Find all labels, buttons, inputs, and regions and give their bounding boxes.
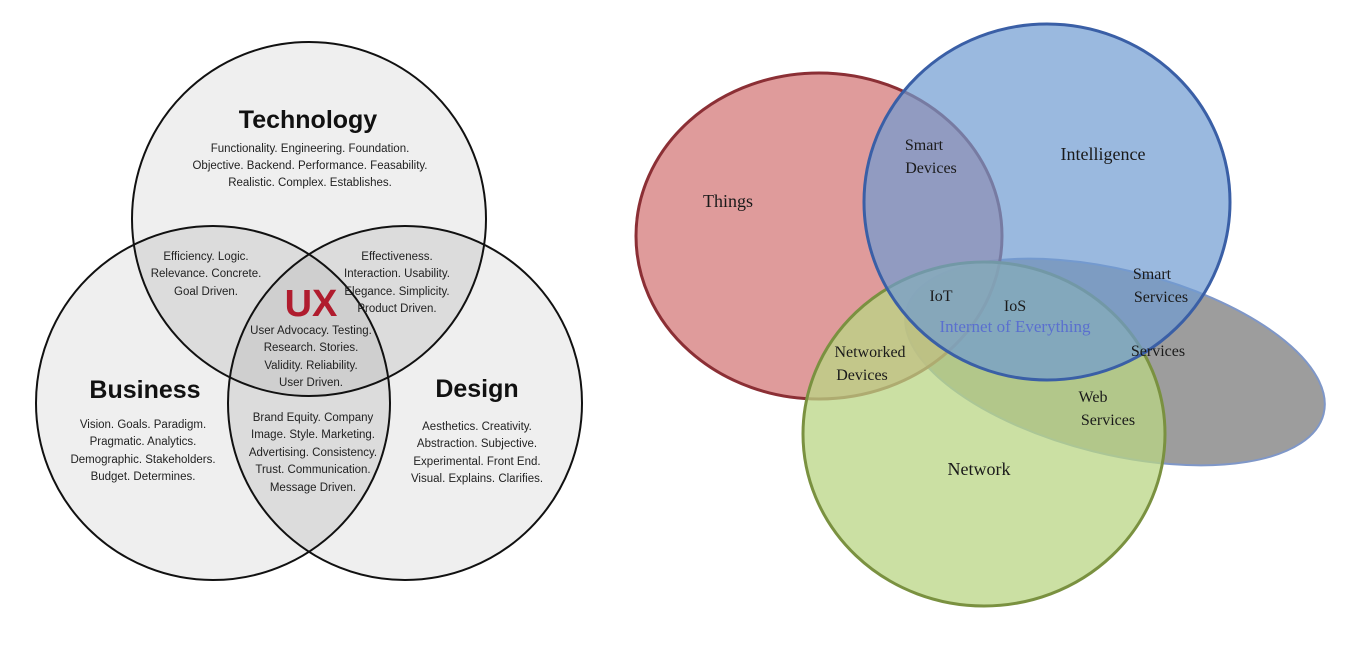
business-design-text: Advertising. Consistency.	[249, 447, 377, 459]
intelligence-ellipse	[862, 22, 1232, 382]
smart-devices-label: Devices	[905, 160, 957, 177]
tech-business-text: Goal Driven.	[174, 286, 238, 298]
business-text: Vision. Goals. Paradigm.	[80, 419, 206, 431]
business-text: Pragmatic. Analytics.	[90, 436, 197, 448]
tech-design-text: Product Driven.	[357, 303, 436, 315]
iot-label: IoT	[929, 288, 952, 305]
ios-label: IoS	[1004, 298, 1026, 315]
network-label: Network	[948, 459, 1011, 479]
networked-devices-label: Networked	[834, 344, 905, 361]
tech-design-text: Effectiveness.	[361, 251, 432, 263]
ux-text: Validity. Reliability.	[264, 360, 357, 372]
networked-devices-label: Devices	[836, 367, 888, 384]
design-text: Aesthetics. Creativity.	[422, 421, 532, 433]
web-services-label: Web	[1079, 389, 1108, 406]
design-text: Visual. Explains. Clarifies.	[411, 473, 543, 485]
business-design-text: Image. Style. Marketing.	[251, 429, 375, 441]
smart-services-label: Smart	[1133, 266, 1172, 283]
ux-text: User Advocacy. Testing.	[250, 325, 372, 337]
technology-text: Realistic. Complex. Establishes.	[228, 177, 392, 189]
business-text: Demographic. Stakeholders.	[70, 454, 215, 466]
technology-text: Functionality. Engineering. Foundation.	[211, 143, 410, 155]
design-title: Design	[435, 375, 518, 403]
tech-design-text: Interaction. Usability.	[344, 268, 450, 280]
business-design-text: Brand Equity. Company	[253, 412, 374, 424]
ioe-venn: Things Intelligence Network Services Sma…	[634, 22, 1326, 608]
ux-text: Research. Stories.	[264, 342, 359, 354]
business-design-text: Message Driven.	[270, 482, 356, 494]
business-design-text: Trust. Communication.	[255, 464, 370, 476]
design-text: Abstraction. Subjective.	[417, 438, 537, 450]
ux-text: User Driven.	[279, 377, 343, 389]
things-label: Things	[703, 191, 753, 211]
ux-venn: Technology Functionality. Engineering. F…	[35, 41, 583, 581]
ioe-label: Internet of Everything	[939, 317, 1091, 336]
tech-design-text: Elegance. Simplicity.	[344, 286, 449, 298]
ux-title: UX	[285, 283, 338, 325]
business-title: Business	[89, 376, 200, 404]
web-services-label: Services	[1081, 412, 1135, 429]
technology-text: Objective. Backend. Performance. Feasabi…	[192, 160, 427, 172]
intelligence-label: Intelligence	[1061, 144, 1146, 164]
tech-business-text: Efficiency. Logic.	[163, 251, 248, 263]
smart-services-label: Services	[1134, 289, 1188, 306]
tech-business-text: Relevance. Concrete.	[151, 268, 262, 280]
services-label: Services	[1131, 343, 1185, 360]
design-text: Experimental. Front End.	[413, 456, 540, 468]
smart-devices-label: Smart	[905, 137, 944, 154]
business-text: Budget. Determines.	[91, 471, 196, 483]
technology-title: Technology	[239, 106, 378, 134]
